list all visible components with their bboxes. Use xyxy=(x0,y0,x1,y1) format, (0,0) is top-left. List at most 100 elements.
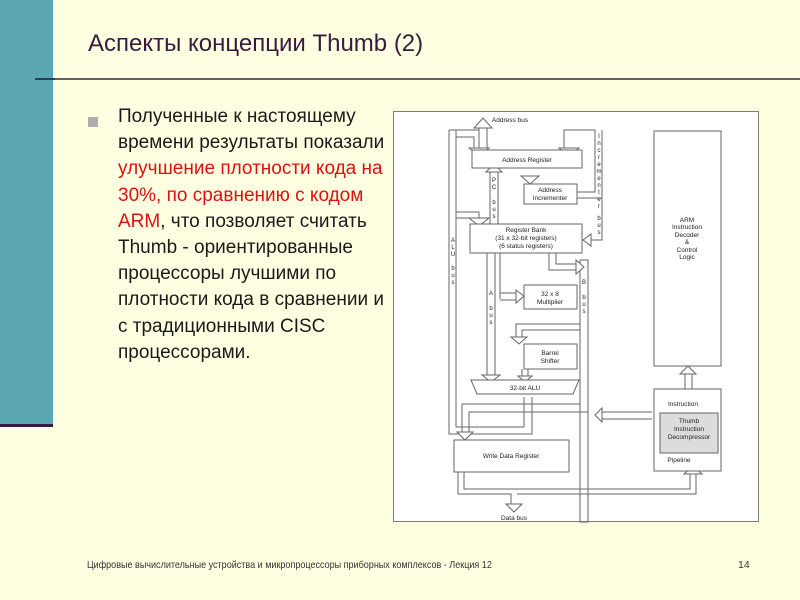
incrementer-bus-letter: m xyxy=(597,169,602,175)
b-bus-letter: B xyxy=(582,280,586,286)
address-incrementer-label-2: Incrementer xyxy=(533,195,569,202)
bullet-text-plain: Полученные к настоящему времени результа… xyxy=(118,106,385,154)
to-wdr-2 xyxy=(468,411,588,432)
databus-pipeline xyxy=(517,474,697,495)
arm-decoder-label-2: Instruction xyxy=(672,224,702,231)
write-data-register-box xyxy=(453,439,570,473)
incrementer-bus-letter: n xyxy=(597,141,600,147)
decoder-arrow-icon xyxy=(678,365,698,375)
page-number: 14 xyxy=(738,559,750,571)
shifter-alu-arrow-icon xyxy=(516,375,534,383)
address-bus-arrow-icon xyxy=(472,117,494,129)
barrel-shifter-label-2: Shifter xyxy=(541,358,561,365)
diagram-svg: Address bus Address Register Address Inc… xyxy=(448,117,722,523)
arm-decoder-label-5: Control xyxy=(677,247,699,254)
sidebar-accent-bar xyxy=(0,0,53,427)
wdr-to-pipeline xyxy=(463,472,691,490)
write-data-register-label: Write Data Register xyxy=(483,453,540,460)
thumb-architecture-diagram: Address bus Address Register Address Inc… xyxy=(393,111,759,523)
alu-bus-letter: U xyxy=(451,252,455,258)
rb-arrow-icon xyxy=(467,217,491,227)
alu-bus-letter: L xyxy=(451,245,455,251)
to-wdr xyxy=(461,403,580,432)
data-bus-label: Data bus xyxy=(501,515,528,522)
b-bus-from-bank-2 xyxy=(555,253,576,265)
incrementer-bus-letter: b xyxy=(597,216,601,222)
alu-bus-letter: b xyxy=(451,266,455,272)
title-divider xyxy=(35,78,800,80)
register-bank-box xyxy=(469,223,583,254)
address-bus-label: Address bus xyxy=(492,117,529,124)
pc-bus-letter: C xyxy=(492,185,497,191)
multiplier-arrow-icon xyxy=(515,289,525,305)
incrementer-bus-letter: c xyxy=(598,148,601,154)
arm-decoder-label-6: Logic xyxy=(679,254,695,261)
incrementer-bus-letter: r xyxy=(598,155,600,161)
bbus-in-arrow-icon xyxy=(594,406,603,424)
multiplier-label-2: Multiplier xyxy=(537,299,564,306)
bullet-text: Полученные к настоящему времени результа… xyxy=(118,104,398,366)
pipeline-instruction-label: Instruction xyxy=(668,401,698,408)
arm-decoder-label-3: Decoder xyxy=(675,232,700,239)
pc-bus-letter: b xyxy=(492,200,496,206)
pc-bus-letter: u xyxy=(492,207,495,213)
incrementer-bus-line xyxy=(563,129,596,193)
incrementer-bus-letter: e xyxy=(597,176,601,182)
a-bus-letter: s xyxy=(490,320,493,326)
multiplier-box xyxy=(523,284,578,310)
incrementer-bus-letter: t xyxy=(598,190,600,196)
incrementer-bus-letter: n xyxy=(597,183,600,189)
register-bank-label-2: (31 x 32-bit registers) xyxy=(495,235,556,242)
pc-bus-letter: s xyxy=(493,214,496,220)
alu-trapezoid xyxy=(470,379,580,395)
pc-bus-letter: P xyxy=(492,178,496,184)
address-incrementer-label-1: Address xyxy=(538,187,563,194)
b-bus-letter: s xyxy=(583,309,586,315)
b-bus-from-bank xyxy=(548,253,576,271)
incrementer-arrow-icon xyxy=(519,175,541,185)
address-incrementer-box xyxy=(523,183,578,205)
incrementer-bus-line-2 xyxy=(577,197,603,241)
thumb-decompressor-box xyxy=(659,412,719,454)
bbus-arrow-icon xyxy=(575,258,585,276)
thumb-label-3: Decompressor xyxy=(668,434,711,441)
arm-decoder-label-4: & xyxy=(685,239,690,246)
bullet-text-rest: , что позволяет считать Thumb - ориентир… xyxy=(118,210,384,363)
b-bus-letter: b xyxy=(582,295,586,301)
register-bank-label-3: (6 status registers) xyxy=(499,243,553,250)
multiplier-label-1: 32 x 8 xyxy=(541,291,559,298)
alu-bus-line xyxy=(448,130,533,435)
feedback-line-2 xyxy=(456,136,475,148)
address-register-label: Address Register xyxy=(502,157,553,164)
a-bus-alu-arrow-icon xyxy=(480,374,502,383)
register-bank-label-1: Register Bank xyxy=(506,227,548,234)
bullet-text-highlight: улучшение плотности кода на 30%, по срав… xyxy=(118,158,383,232)
alu-label: 32-bit ALU xyxy=(510,385,541,392)
incrementer-bus-letter: e xyxy=(597,162,601,168)
b-bus-to-shifter-2 xyxy=(521,329,580,337)
barrel-shifter-box xyxy=(523,343,578,370)
b-bus xyxy=(579,259,589,523)
arm-decoder-label-1: ARM xyxy=(680,217,694,224)
b-bus-letter: u xyxy=(582,302,585,308)
slide-footer: Цифровые вычислительные устройства и мик… xyxy=(87,559,492,571)
arm-decoder-box xyxy=(653,130,722,367)
wdr-to-databus xyxy=(457,472,512,504)
thumb-label-2: Instruction xyxy=(674,426,704,433)
a-bus-letter: b xyxy=(489,306,493,312)
incrementer-bus-letter: u xyxy=(597,223,600,229)
pipeline-label: Pipeline xyxy=(667,457,691,464)
alu-bus-letter: A xyxy=(451,238,455,244)
slide-title: Аспекты концепции Thumb (2) xyxy=(88,30,424,57)
barrel-shifter-label-1: Barrel xyxy=(541,350,559,357)
alu-bus-letter: u xyxy=(451,273,454,279)
rb-right-arrow-icon xyxy=(582,233,592,247)
incrementer-bus-letter: r xyxy=(598,204,600,210)
databus-arrow-icon xyxy=(504,503,524,513)
incrementer-bus-letter: e xyxy=(597,197,601,203)
alu-bus-letter: s xyxy=(452,280,455,286)
incrementer-bus-letter: I xyxy=(598,134,600,140)
address-register-box xyxy=(471,149,583,169)
incrementer-bus-letter: s xyxy=(598,230,601,236)
thumb-label-1: Thumb xyxy=(679,418,700,425)
